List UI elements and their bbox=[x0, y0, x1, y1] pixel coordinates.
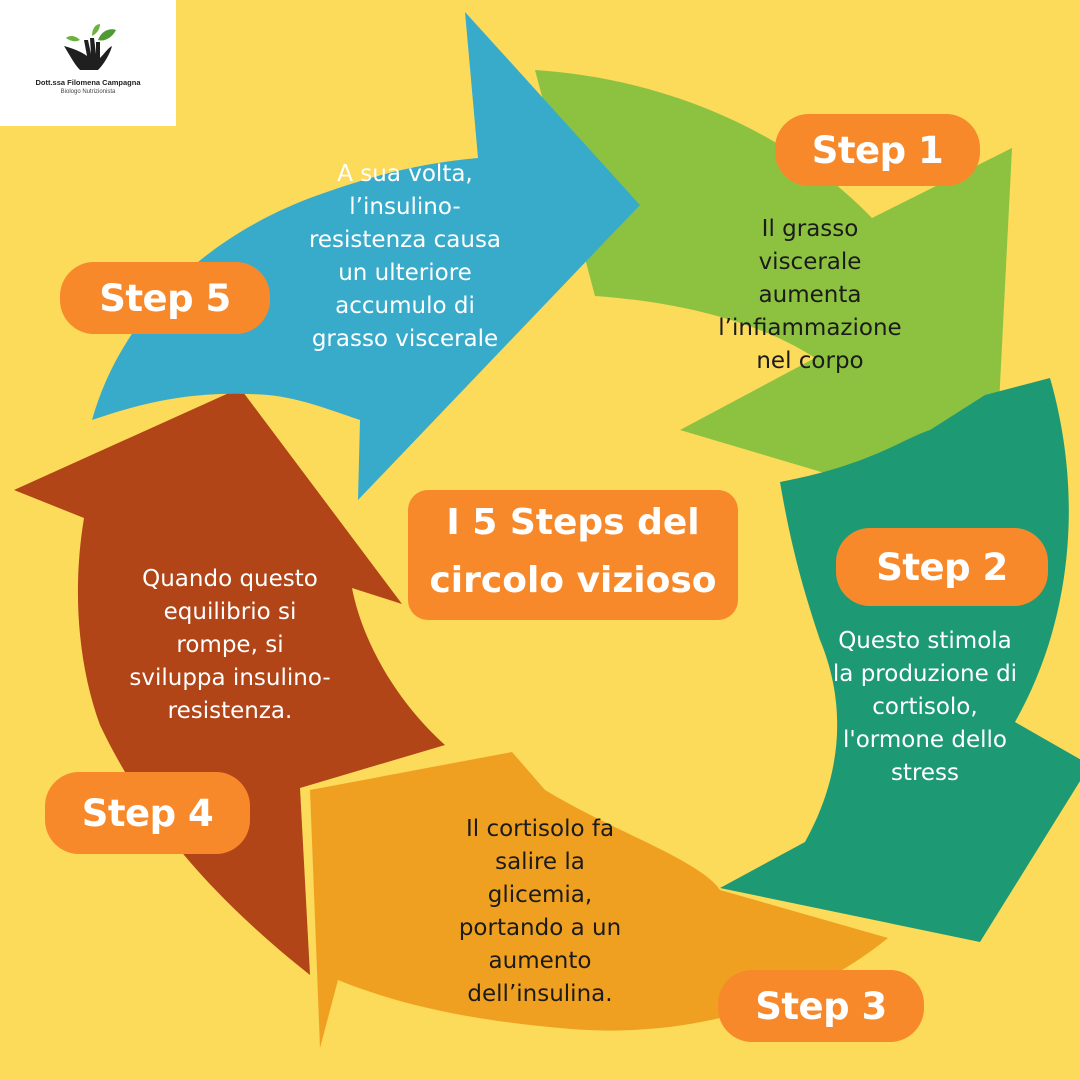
center-title-box bbox=[408, 490, 738, 620]
step5-arrow bbox=[92, 12, 640, 500]
step1-pill: Step 1 bbox=[775, 114, 980, 186]
logo-name: Dott.ssa Filomena Campagna bbox=[35, 78, 141, 87]
hands-with-leaves-icon bbox=[64, 24, 116, 70]
step1-arrow bbox=[535, 70, 1012, 523]
logo-role: Biologo Nutrizionista bbox=[60, 89, 116, 95]
step1-text: Il grasso viscerale aumenta l’infiammazi… bbox=[718, 216, 902, 374]
step5-text: A sua volta, l’insulino- resistenza caus… bbox=[308, 161, 502, 352]
step2-arrow bbox=[720, 378, 1080, 942]
step3-text: Il cortisolo fa salire la glicemia, port… bbox=[458, 816, 622, 1007]
step4-pill: Step 4 bbox=[45, 772, 250, 854]
step2-text: Questo stimola la produzione di cortisol… bbox=[832, 628, 1018, 786]
step3-pill: Step 3 bbox=[718, 970, 924, 1042]
center-title: I 5 Steps del circolo vizioso bbox=[429, 502, 717, 601]
logo-panel: Dott.ssa Filomena Campagna Biologo Nutri… bbox=[0, 0, 176, 126]
step2-pill: Step 2 bbox=[836, 528, 1048, 606]
step5-pill: Step 5 bbox=[60, 262, 270, 334]
step4-text: Quando questo equilibrio si rompe, si sv… bbox=[129, 566, 331, 724]
step4-arrow bbox=[14, 388, 445, 975]
